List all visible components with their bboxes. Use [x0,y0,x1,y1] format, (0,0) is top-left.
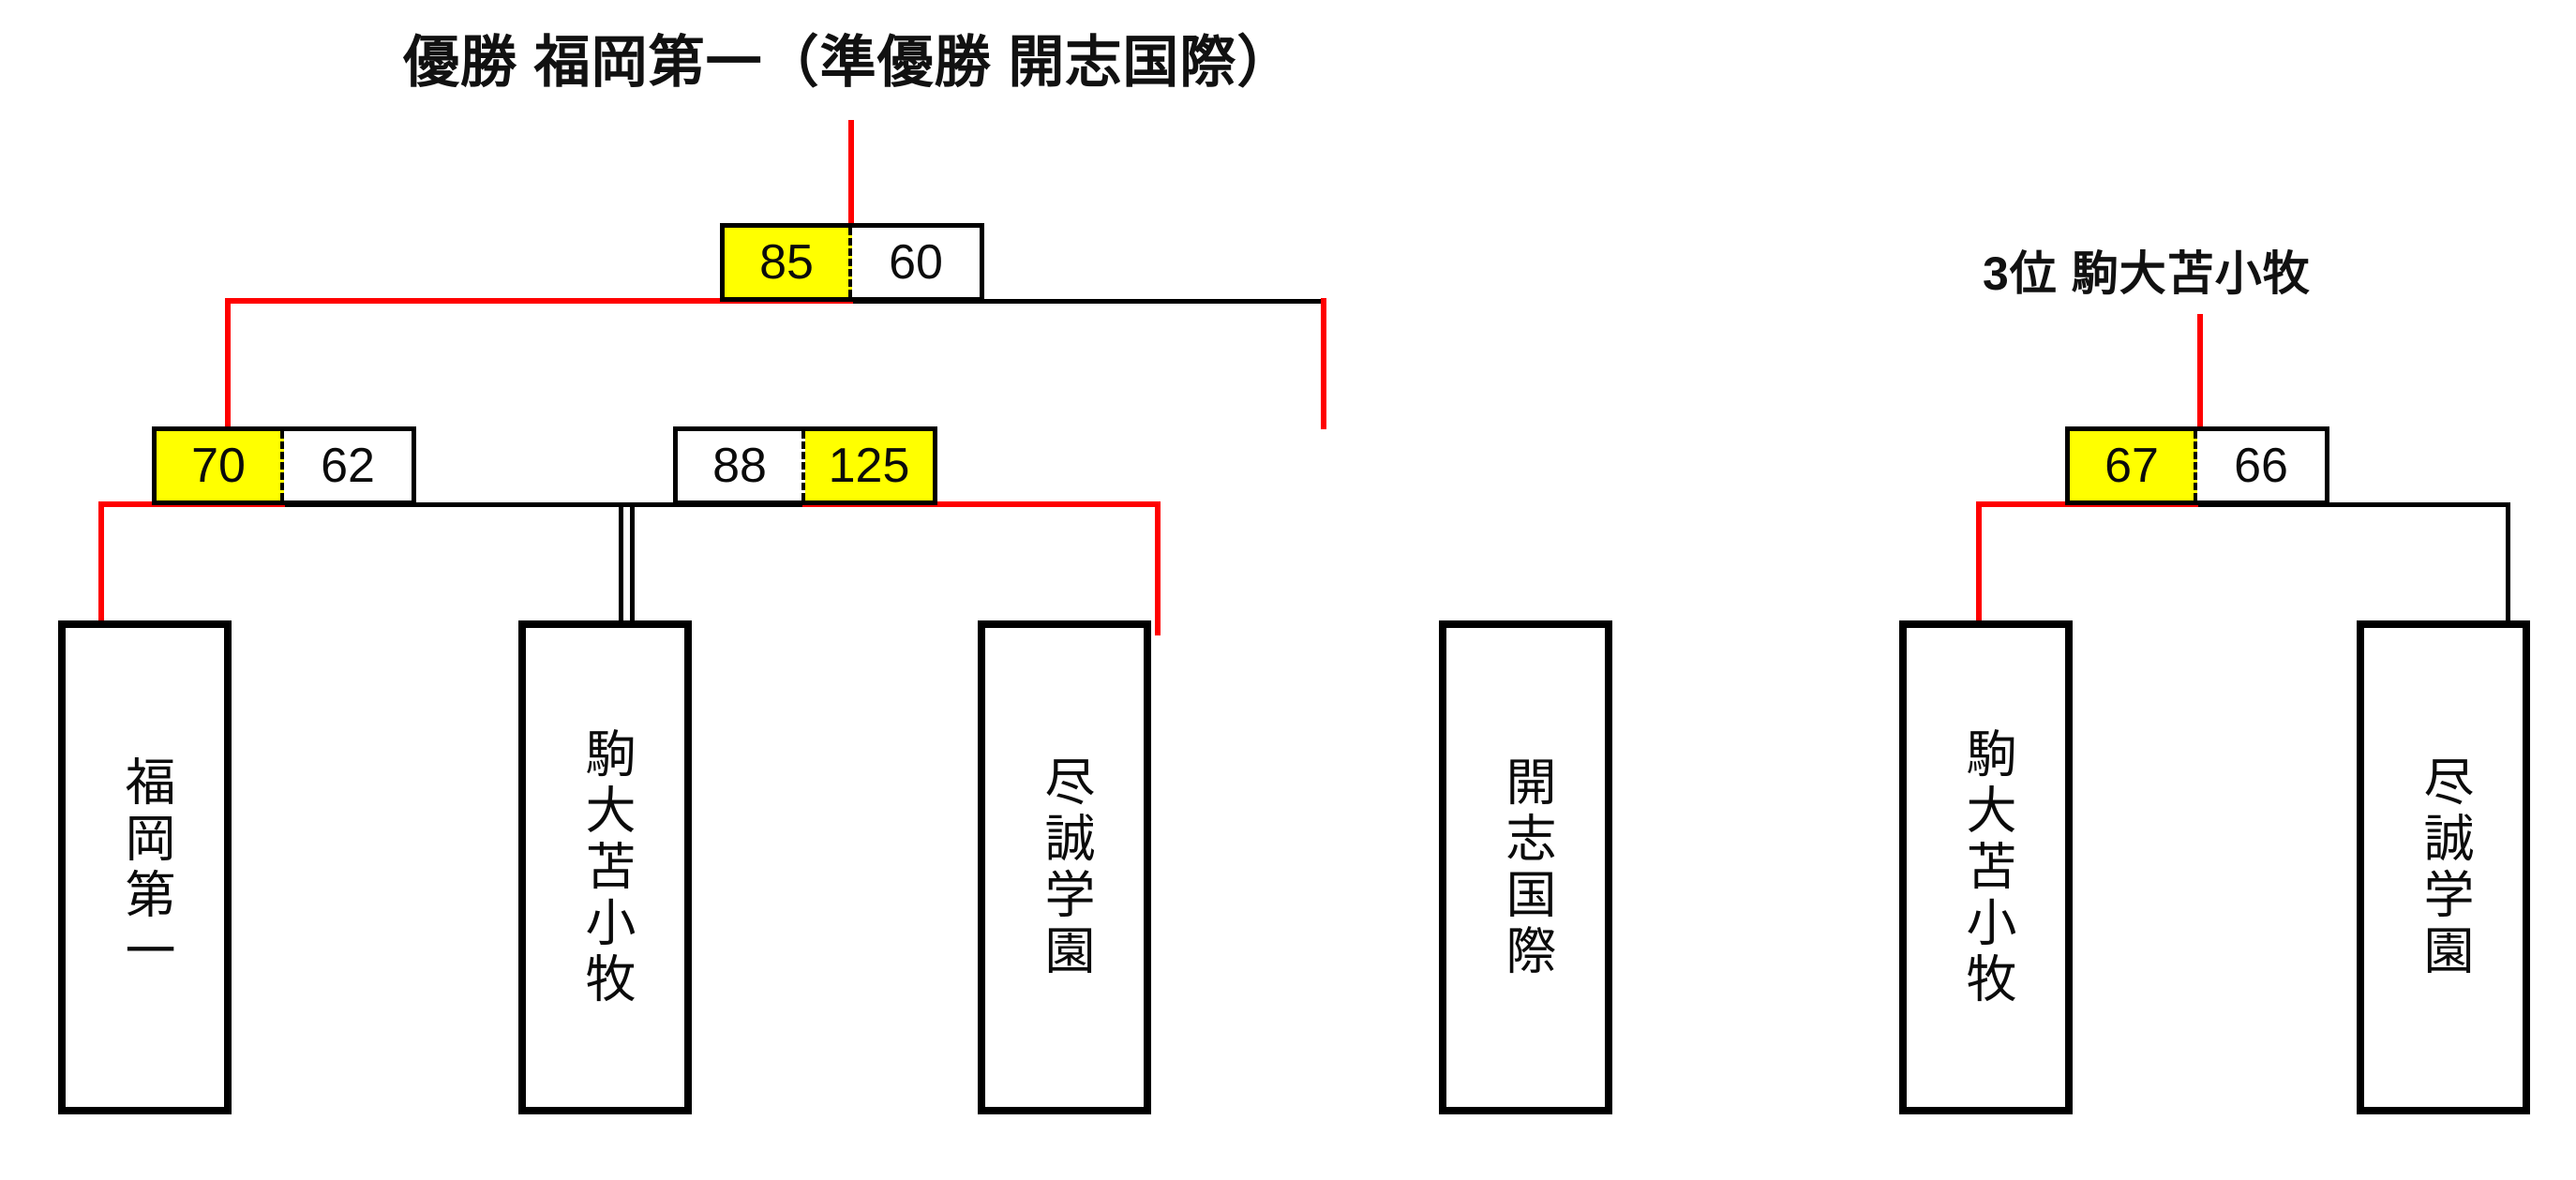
final-right-drop-line [1321,298,1326,429]
third-place-left-drop-line [1976,501,1982,635]
champion-title: 優勝 福岡第一（準優勝 開志国際） [403,31,1295,94]
third-place-right-drop-line [2506,502,2510,635]
semifinal-2-right-score: 125 [805,431,933,500]
final-connector-loser-line [848,299,1326,304]
team-box-3: 尽誠学園 [978,620,1151,1114]
third-team-name-2: 尽誠学園 [2416,754,2473,980]
final-score-box: 85 60 [720,223,984,302]
final-right-score: 60 [852,228,980,297]
semifinal-1-left-drop-line [98,501,104,635]
final-left-score: 85 [725,228,852,297]
champion-stem-line [848,120,854,226]
semifinal-1-right-score: 62 [284,431,412,500]
semifinal-2-score-box: 88 125 [673,426,937,505]
semifinal-1-left-score: 70 [157,431,284,500]
third-place-score-box: 67 66 [2065,426,2329,505]
team-box-1: 福岡第一 [58,620,232,1114]
team-box-2: 駒大苫小牧 [518,620,692,1114]
third-team-box-2: 尽誠学園 [2357,620,2530,1114]
third-place-right-score: 66 [2197,431,2325,500]
third-place-stem-line [2197,314,2203,429]
third-place-connector-loser-line [2194,502,2510,507]
final-connector-winner-line [225,298,853,304]
semifinal-1-score-box: 70 62 [152,426,416,505]
third-place-left-score: 67 [2070,431,2197,500]
third-place-title: 3位 駒大苫小牧 [1983,247,2311,300]
team-name-1: 福岡第一 [117,754,174,980]
third-team-name-1: 駒大苫小牧 [1958,726,2015,1008]
semifinal-1-connector-loser-line [281,502,635,507]
team-name-4: 開志国際 [1498,754,1555,980]
final-left-drop-line [225,298,231,429]
team-name-2: 駒大苫小牧 [577,726,635,1008]
semifinal-1-right-drop-line [630,502,635,635]
semifinal-2-left-drop-line [619,502,623,635]
semifinal-2-right-drop-line [1155,501,1161,635]
third-team-box-1: 駒大苫小牧 [1899,620,2073,1114]
team-box-4: 開志国際 [1439,620,1612,1114]
semifinal-2-left-score: 88 [678,431,805,500]
semifinal-2-connector-winner-line [802,501,1161,507]
team-name-3: 尽誠学園 [1037,754,1094,980]
